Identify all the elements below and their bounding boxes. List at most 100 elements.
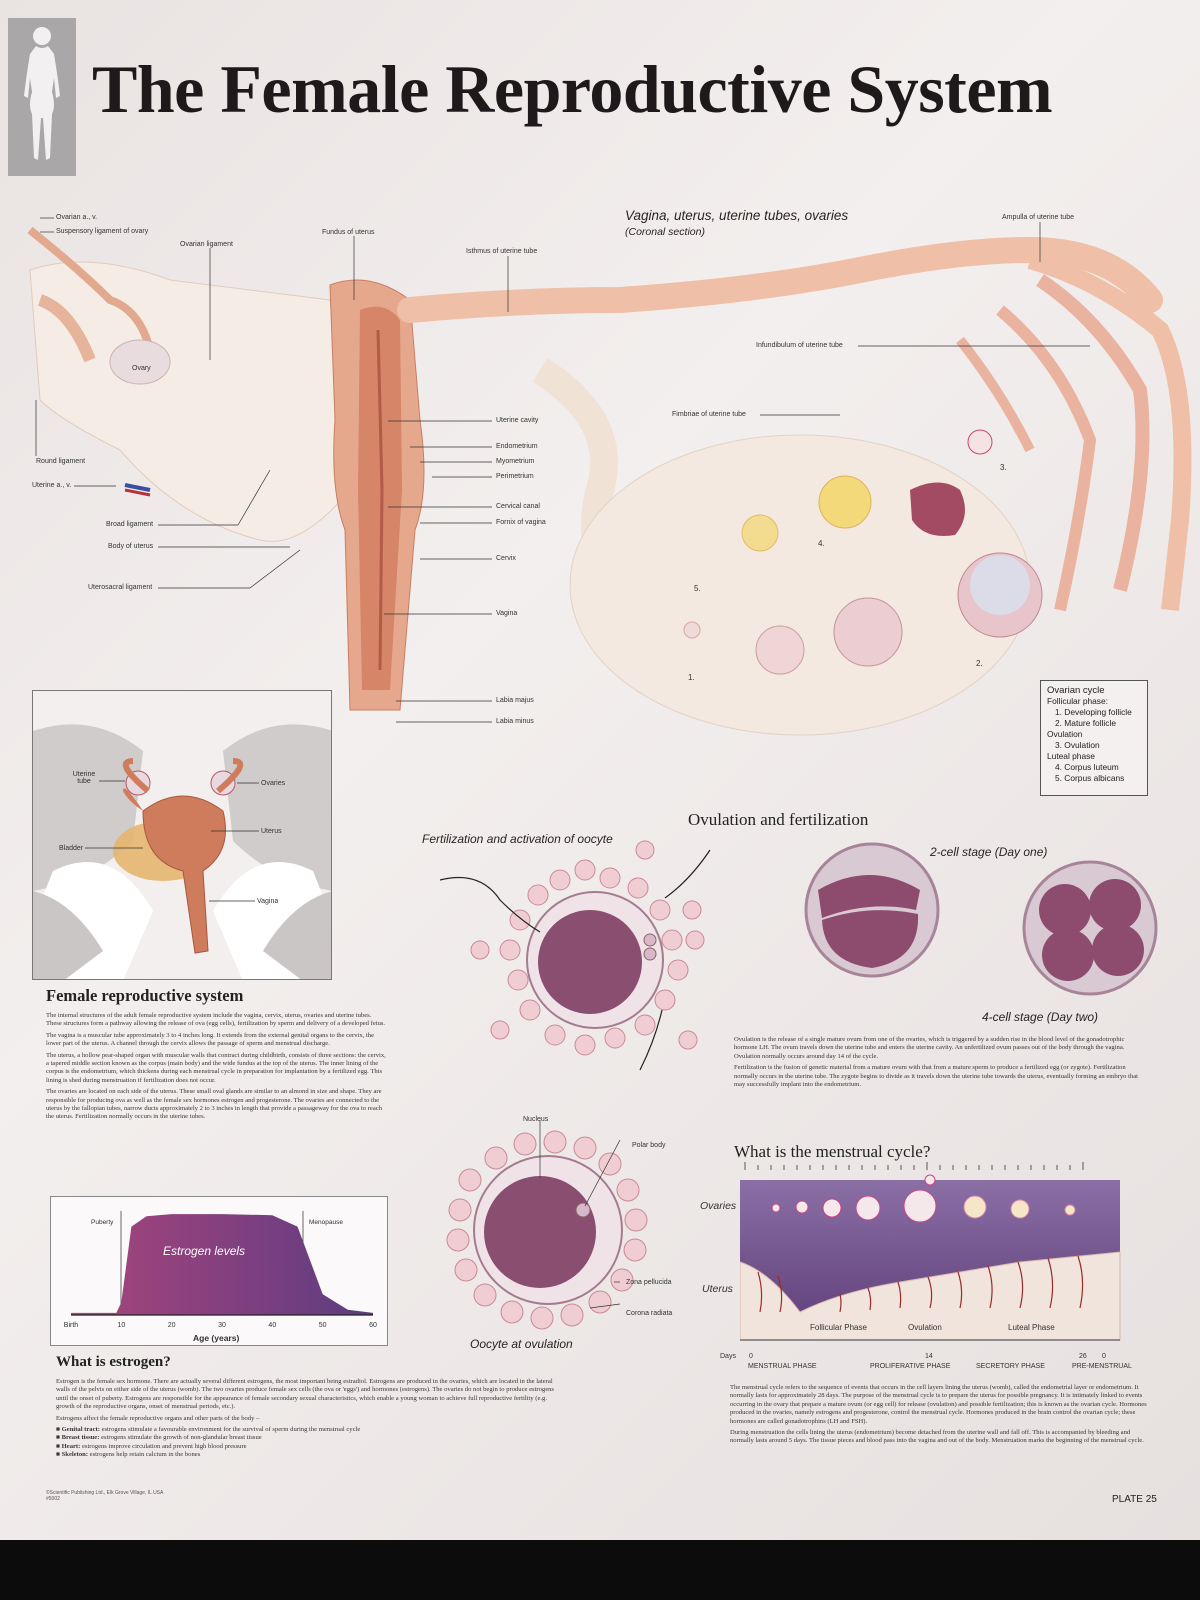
label-labia-minus: Labia minus — [496, 718, 534, 725]
label-body-of-uterus: Body of uterus — [108, 543, 154, 550]
x-tick-label: 30 — [218, 1322, 226, 1329]
label-corona: Corona radiata — [626, 1310, 673, 1317]
ovulation-p2: Fertilization is the fusion of genetic m… — [734, 1064, 1139, 1089]
bullet-heart: ■ Heart: estrogens improve circulation a… — [56, 1442, 247, 1450]
bullet-breast-key: Breast tissue: — [61, 1434, 100, 1442]
puberty-label: Puberty — [91, 1219, 114, 1226]
label-broad-ligament: Broad ligament — [106, 521, 154, 528]
menstrual-heading: What is the menstrual cycle? — [734, 1142, 931, 1161]
phase-secretory: SECRETORY PHASE — [976, 1363, 1045, 1370]
floor-background — [0, 1540, 1200, 1600]
label-mc-d14: 14 — [925, 1353, 933, 1360]
menstrual-p2: During menstruation the cells lining the… — [730, 1429, 1144, 1445]
ovulation-heading: Ovulation and fertilization — [688, 810, 869, 829]
label-polar-body: Polar body — [632, 1142, 666, 1149]
estrogen-levels-label: Estrogen levels — [163, 1244, 246, 1258]
bullet-skeleton-key: Skeleton: — [61, 1451, 89, 1459]
copyright-text: ©Scientific Publishing Ltd., Elk Grove V… — [46, 1490, 164, 1496]
coronal-section-illustration — [27, 226, 1192, 736]
diagram-subcaption: (Coronal section) — [625, 226, 705, 238]
x-tick-label: 40 — [268, 1322, 276, 1329]
label-uterus: Uterus — [261, 828, 282, 835]
stage-1: 1. — [688, 673, 695, 682]
x-axis-title: Age (years) — [193, 1333, 240, 1343]
oocyte-illustration — [446, 1120, 648, 1330]
bullet-skeleton-text: estrogens help retain calcium in the bon… — [89, 1451, 201, 1459]
label-uterine-cavity: Uterine cavity — [496, 417, 539, 424]
bullet-breast: ■ Breast tissue: estrogens stimulate the… — [56, 1434, 262, 1442]
leader-lines — [35, 217, 1090, 723]
label-pelvis-vagina: Vagina — [257, 898, 279, 905]
menstrual-text: The menstrual cycle refers to the sequen… — [730, 1384, 1150, 1449]
legend-f1: 1. Developing follicle — [1055, 707, 1132, 717]
product-code: #5002 — [46, 1496, 60, 1502]
figure-panel — [8, 18, 76, 176]
diagram-caption: Vagina, uterus, uterine tubes, ovaries — [625, 208, 849, 223]
legend-luteal: Luteal phase — [1047, 751, 1095, 761]
bullet-genital-text: estrogens stimulate a favourable environ… — [101, 1426, 361, 1434]
label-mc-d26: 26 — [1079, 1353, 1087, 1360]
label-vagina: Vagina — [496, 610, 518, 617]
female-system-text: The internal structures of the adult fem… — [46, 1012, 386, 1125]
female-system-heading: Female reproductive system — [46, 986, 244, 1005]
menopause-label: Menopause — [309, 1219, 343, 1226]
label-isthmus: Isthmus of uterine tube — [466, 248, 538, 255]
legend-title: Ovarian cycle — [1047, 685, 1105, 696]
female-p1: The internal structures of the adult fem… — [46, 1012, 386, 1028]
x-tick-label: 20 — [168, 1322, 176, 1329]
label-cervix: Cervix — [496, 555, 516, 562]
estrogen-p2: Estrogens affect the female reproductive… — [56, 1414, 260, 1422]
menstrual-p1: The menstrual cycle refers to the sequen… — [730, 1384, 1147, 1425]
label-ampulla: Ampulla of uterine tube — [1002, 214, 1074, 221]
bullet-skeleton: ■ Skeleton: estrogens help retain calciu… — [56, 1451, 201, 1459]
caption-4cell: 4-cell stage (Day two) — [982, 1010, 1099, 1024]
label-ovarian-av: Ovarian a., v. — [56, 214, 98, 221]
copyright: ©Scientific Publishing Ltd., Elk Grove V… — [46, 1490, 163, 1502]
caption-2cell: 2-cell stage (Day one) — [930, 845, 1048, 859]
legend-f2: 2. Mature follicle — [1055, 718, 1116, 728]
label-ovarian-ligament: Ovarian ligament — [180, 241, 233, 248]
label-fornix: Fornix of vagina — [496, 519, 546, 526]
estrogen-area — [71, 1214, 373, 1315]
pelvis-illustration — [33, 724, 331, 979]
label-mc-uterus: Uterus — [702, 1283, 733, 1295]
label-suspensory: Suspensory ligament of ovary — [56, 228, 149, 235]
phase-premenstrual: PRE-MENSTRUAL — [1072, 1363, 1132, 1370]
ovulation-p1: Ovulation is the release of a single mat… — [734, 1036, 1125, 1060]
female-p4: The ovaries are located on each side of … — [46, 1088, 382, 1121]
label-uterine-tube: Uterine tube — [72, 771, 96, 785]
label-cervical-canal: Cervical canal — [496, 503, 540, 510]
caption-oocyte: Oocyte at ovulation — [470, 1337, 573, 1351]
legend-follicular: Follicular phase: — [1047, 696, 1108, 706]
legend-l4: 4. Corpus luteum — [1055, 762, 1119, 772]
menstrual-cycle-illustration — [740, 1162, 1121, 1341]
legend-l5: 5. Corpus albicans — [1055, 773, 1125, 783]
estrogen-p1: Estrogen is the female sex hormone. Ther… — [56, 1378, 554, 1411]
label-ovaries: Ovaries — [261, 780, 286, 787]
stage-3: 3. — [1000, 463, 1007, 472]
label-bladder: Bladder — [59, 845, 84, 852]
poster: The Female Reproductive System — [0, 0, 1200, 1540]
estrogen-heading: What is estrogen? — [56, 1354, 171, 1370]
ovulation-text: Ovulation is the release of a single mat… — [734, 1036, 1144, 1092]
label-uterine-av: Uterine a., v. — [32, 482, 72, 489]
label-mc-days: Days — [720, 1353, 736, 1360]
page-title: The Female Reproductive System — [92, 51, 1053, 127]
x-tick-label: 60 — [369, 1322, 377, 1329]
bullet-heart-key: Heart: — [61, 1442, 81, 1450]
label-perimetrium: Perimetrium — [496, 473, 534, 480]
label-labia-majus: Labia majus — [496, 697, 534, 704]
label-round-ligament: Round ligament — [36, 458, 86, 465]
pelvis-inset: Uterine tube Ovaries Uterus Bladder Vagi… — [32, 690, 332, 980]
label-mc-luteal: Luteal Phase — [1008, 1323, 1055, 1332]
bullet-genital: ■ Genital tract: estrogens stimulate a f… — [56, 1426, 361, 1434]
label-fimbriae: Fimbriae of uterine tube — [672, 411, 746, 418]
label-endometrium: Endometrium — [496, 443, 538, 450]
stage-4: 4. — [818, 539, 825, 548]
label-mc-ovaries: Ovaries — [700, 1200, 737, 1212]
label-infundibulum: Infundibulum of uterine tube — [756, 342, 843, 349]
bullet-genital-key: Genital tract: — [61, 1426, 100, 1434]
label-mc-d0: 0 — [749, 1353, 753, 1360]
